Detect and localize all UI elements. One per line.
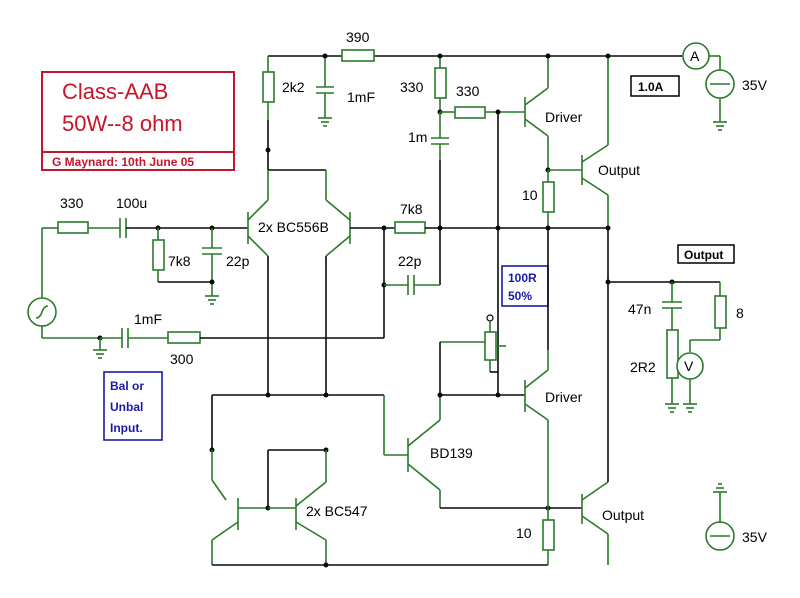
supply-top: 35V	[705, 69, 768, 131]
label-2k2: 2k2	[282, 79, 305, 95]
label-35v-bottom: 35V	[742, 529, 768, 545]
input-note-line-3: Input.	[110, 421, 143, 435]
label-load: 8	[736, 305, 744, 321]
label-22p-compensation: 22p	[398, 253, 422, 269]
label-7k8-input: 7k8	[168, 253, 191, 269]
capacitor-100u: 100u	[116, 195, 248, 238]
label-1mF-feedback: 1mF	[134, 311, 162, 327]
output-node-label: Output	[684, 248, 723, 262]
title-line-2: 50W--8 ohm	[62, 111, 183, 136]
capacitor-22p-compensation: 22p	[381, 228, 440, 338]
driver-transistor-top: Driver	[524, 80, 583, 145]
resistor-330-horizontal: 330	[440, 83, 525, 119]
resistor-10-top: 10	[522, 170, 555, 228]
label-output-bottom: Output	[602, 507, 644, 523]
label-300: 300	[170, 351, 194, 367]
capacitor-22p-input: 22p	[202, 225, 250, 305]
label-47n: 47n	[628, 301, 651, 317]
input-source	[27, 227, 100, 339]
ammeter: A 1.0A	[630, 42, 721, 97]
input-note-line-1: Bal or	[110, 379, 144, 393]
author-date: G Maynard: 10th June 05	[52, 155, 194, 169]
resistor-7k8-feedback: 7k8	[381, 201, 611, 234]
label-22p-input: 22p	[226, 253, 250, 269]
label-330-horizontal: 330	[456, 83, 480, 99]
label-1mF-top: 1mF	[347, 89, 375, 105]
capacitor-1mF-top: 1mF	[316, 72, 375, 127]
label-330-vertical: 330	[400, 79, 424, 95]
resistor-2k2: 2k2	[262, 71, 305, 150]
supply-bottom: 35V	[705, 483, 768, 551]
label-driver-top: Driver	[545, 109, 583, 125]
top-rail	[267, 53, 680, 145]
label-diff-pair: 2x BC556B	[258, 219, 329, 235]
label-10-bottom: 10	[516, 525, 532, 541]
diff-pair: 2x BC556B	[247, 147, 395, 395]
driver-transistor-bottom: Driver	[498, 228, 583, 440]
label-330-input: 330	[60, 195, 84, 211]
vas-transistor: BD139	[212, 392, 501, 508]
resistor-7k8-input: 7k8	[152, 225, 212, 283]
label-driver-bottom: Driver	[545, 389, 583, 405]
resistor-330-input: 330	[57, 195, 120, 234]
current-mirror: 2x BC547	[209, 395, 548, 568]
label-bd139: BD139	[430, 445, 473, 461]
resistor-330-vertical: 330 1m	[400, 67, 449, 160]
title-line-1: Class-AAB	[62, 79, 168, 104]
svg-text:A: A	[690, 48, 700, 64]
output-network: Output 47n 2R2 V 8	[605, 244, 744, 413]
label-output-top: Output	[598, 162, 640, 178]
label-390: 390	[346, 29, 370, 45]
svg-text:V: V	[684, 358, 694, 374]
resistor-10-bottom: 10	[516, 508, 555, 565]
label-10-top: 10	[522, 187, 538, 203]
output-transistor-top: Output	[545, 144, 640, 228]
input-note-line-2: Unbal	[110, 400, 143, 414]
ammeter-reading: 1.0A	[638, 80, 664, 94]
label-mirror: 2x BC547	[306, 503, 368, 519]
label-35v-top: 35V	[742, 77, 768, 93]
pot-setting: 50%	[508, 289, 532, 303]
label-7k8-feedback: 7k8	[400, 201, 423, 217]
label-2r2: 2R2	[630, 359, 656, 375]
capacitor-1mF-feedback: 1mF	[93, 311, 168, 359]
label-1m: 1m	[408, 129, 427, 145]
title-block: Class-AAB 50W--8 ohm G Maynard: 10th Jun…	[41, 71, 235, 171]
resistor-390: 390	[341, 29, 375, 62]
pot-value: 100R	[508, 271, 537, 285]
label-100u: 100u	[116, 195, 147, 211]
resistor-300: 300	[167, 331, 384, 367]
input-note: Bal or Unbal Input.	[103, 371, 163, 441]
output-transistor-bottom: Output	[440, 228, 644, 565]
potentiometer: 100R 50%	[439, 265, 549, 395]
